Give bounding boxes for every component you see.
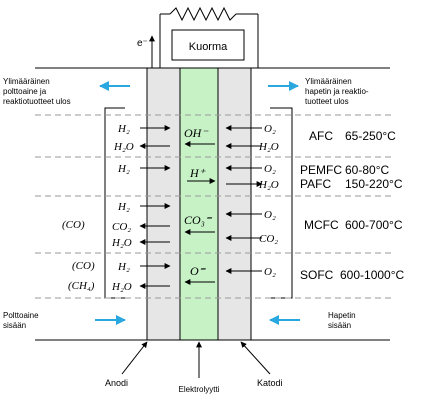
oxidant-in-line1: Hapetin: [328, 311, 356, 320]
right-exhaust-line3: tuotteet ulos: [305, 97, 349, 106]
mcfc-anode-co2: CO₂: [112, 221, 131, 233]
oxidant-in-line2: sisään: [328, 321, 351, 330]
pafc-name: PAFC: [300, 177, 331, 191]
sofc-ion: O⁼: [190, 264, 207, 278]
mcfc-name: MCFC: [304, 218, 339, 232]
sofc-anode-h2: H₂: [117, 261, 130, 273]
reaction-arrows: [139, 125, 263, 289]
left-exhaust-line1: Ylimääräinen: [3, 77, 50, 86]
mcfc-cathode-o2: O₂: [264, 209, 276, 221]
pemfc-temp: 60-80°C: [345, 163, 389, 177]
pafc-temp: 150-220°C: [345, 177, 403, 191]
afc-cathode-o2: O₂: [264, 123, 276, 135]
external-circuit: [149, 6, 259, 68]
sofc-fuel-extra-co: (CO): [72, 260, 95, 272]
load-label: Kuorma: [189, 41, 228, 53]
load-box: [171, 29, 245, 61]
pemfc-name: PEMFC: [300, 163, 342, 177]
left-exhaust-line3: reaktiotuotteet ulos: [3, 97, 71, 106]
left-exhaust-line2: polttoaine ja: [3, 87, 47, 96]
anode-label: Anodi: [105, 378, 128, 388]
cathode-layer: [217, 67, 252, 341]
row-separators: [35, 114, 395, 299]
sofc-cathode-o2: O₂: [264, 266, 276, 278]
sofc-anode-h2o: H₂O: [111, 281, 132, 293]
mcfc-temp: 600-700°C: [345, 218, 403, 232]
pemfc-cathode-h2o: H₂O: [258, 179, 279, 191]
resistor-icon: [169, 6, 237, 22]
fuel-in-line1: Polttoaine: [3, 311, 39, 320]
anode-layer: [146, 67, 181, 341]
sofc-temp: 600-1000°C: [340, 268, 405, 282]
right-exhaust-line1: Ylimääräinen: [305, 77, 352, 86]
cathode-label: Katodi: [257, 378, 283, 388]
pemfc-cathode-o2: O₂: [264, 163, 276, 175]
anode-pointer: [121, 341, 148, 375]
sofc-fuel-extra-ch4: (CH₄): [68, 280, 95, 292]
afc-name: AFC: [309, 129, 333, 143]
pemfc-ion: H⁺: [189, 166, 207, 180]
mcfc-fuel-extra: (CO): [62, 219, 85, 231]
afc-ion: OH⁻: [184, 126, 209, 140]
afc-temp: 65-250°C: [345, 129, 396, 143]
electron-label: e⁻: [137, 38, 148, 49]
afc-anode-h2: H₂: [117, 123, 130, 135]
afc-cathode-h2o: H₂O: [258, 141, 279, 153]
afc-anode-h2o: H₂O: [113, 141, 134, 153]
sofc-name: SOFC: [300, 268, 334, 282]
mcfc-ion: CO₃⁼: [184, 213, 213, 227]
electrolyte-label: Elektrolyytti: [179, 385, 220, 394]
mcfc-anode-h2o: H₂O: [111, 237, 132, 249]
mcfc-anode-h2: H₂: [117, 201, 130, 213]
mcfc-cathode-co2: CO₂: [259, 233, 278, 245]
cathode-pointer: [240, 341, 271, 375]
right-exhaust-line2: hapetin ja reaktio-: [305, 87, 369, 96]
fuel-in-line2: sisään: [3, 321, 26, 330]
electrolyte-layer: [179, 67, 219, 341]
pemfc-anode-h2: H₂: [117, 163, 130, 175]
